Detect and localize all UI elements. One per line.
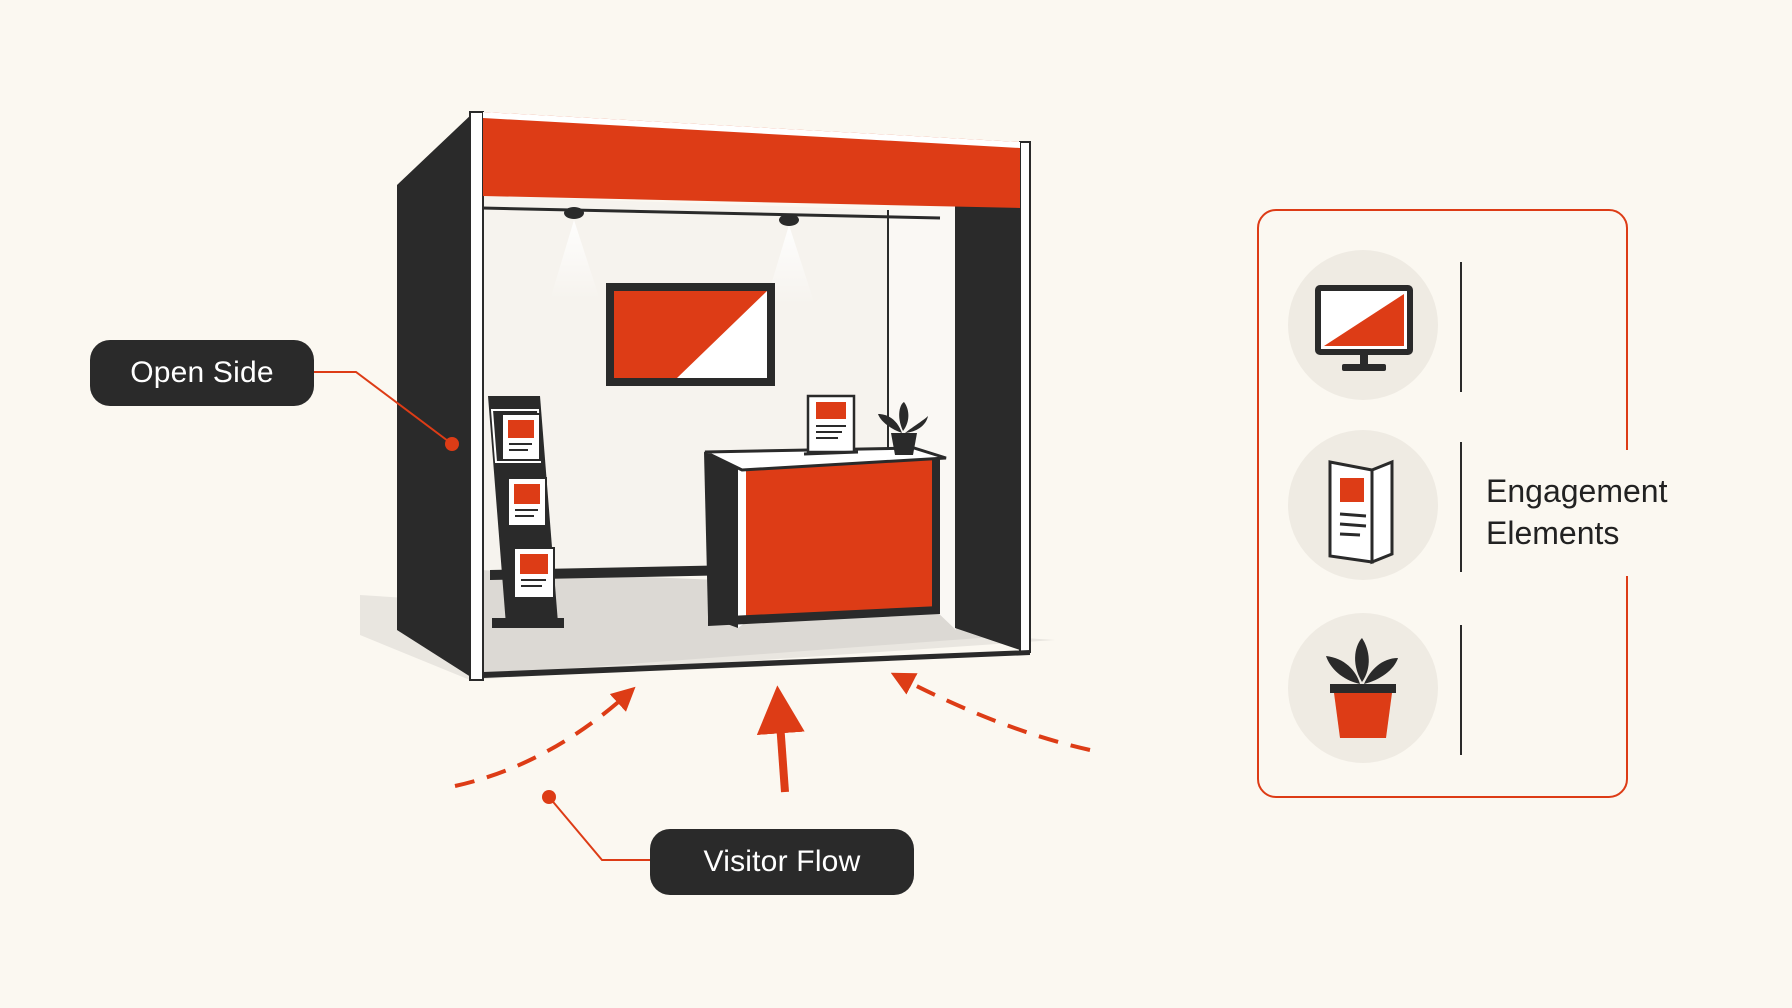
spotlight-1 (564, 207, 584, 219)
visitor-flow-leader-line (548, 796, 650, 861)
engagement-label-line1: Engagement (1486, 473, 1668, 509)
booth-header-fascia (483, 112, 1020, 208)
open-side-marker-dot (445, 437, 459, 451)
booth-right-panel (955, 205, 1020, 650)
reception-counter (704, 446, 947, 628)
booth-left-side-panel (397, 112, 474, 679)
booth-right-post (1019, 141, 1031, 653)
brochure-rack (488, 396, 564, 628)
spotlight-2 (779, 214, 799, 226)
booth-front-edge (483, 650, 1030, 678)
open-side-label: Open Side (90, 340, 314, 406)
visitor-flow-arrow-right (890, 672, 1091, 752)
brochure-icon (1328, 459, 1394, 565)
light-rail (481, 206, 941, 220)
spotlight-beam-2 (765, 225, 815, 305)
plant-icon (1326, 638, 1398, 738)
visitor-flow-label: Visitor Flow (650, 829, 914, 895)
counter-plant (878, 402, 928, 455)
visitor-flow-marker-dot (542, 790, 556, 804)
engagement-label-line2: Elements (1486, 515, 1620, 551)
open-side-leader-line (314, 371, 453, 445)
booth-left-post (469, 111, 484, 681)
visitor-flow-arrow-center (756, 685, 805, 793)
visitor-flow-arrow-left (454, 686, 636, 788)
engagement-elements-label: Engagement Elements (1486, 470, 1686, 554)
monitor-icon (1315, 285, 1413, 371)
counter-sign (803, 394, 859, 456)
spotlight-beam-1 (550, 220, 600, 300)
